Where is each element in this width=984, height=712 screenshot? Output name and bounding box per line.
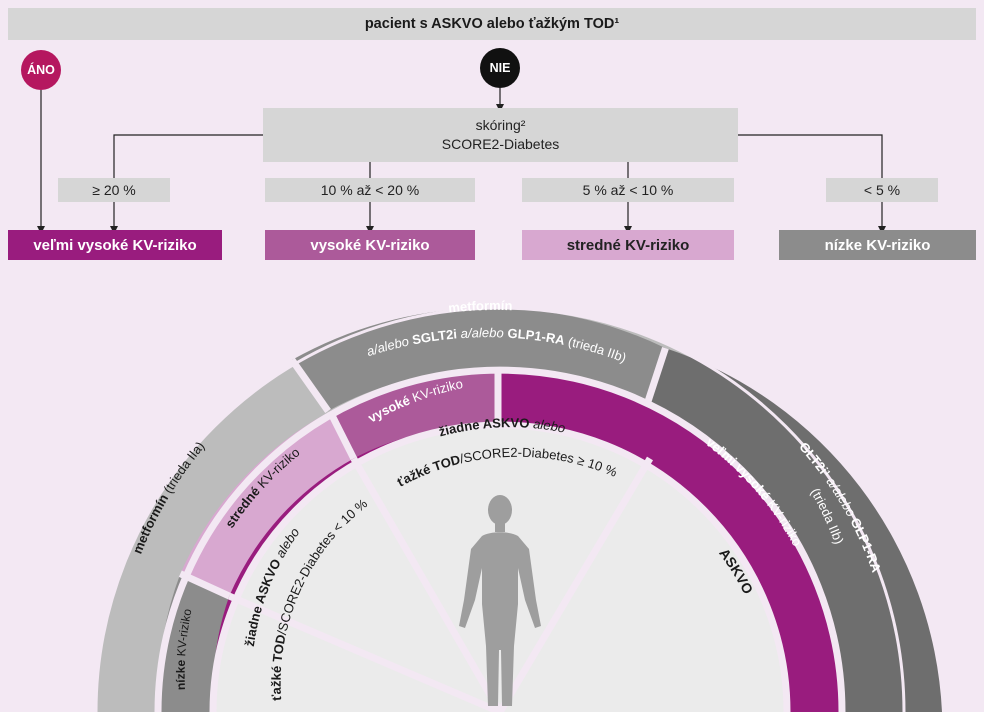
arc-sep-mid-low bbox=[178, 570, 231, 600]
no-label: NIE bbox=[489, 61, 511, 75]
arc-sep-outer-left bbox=[289, 357, 331, 413]
arc-sep-inner-right bbox=[496, 456, 654, 712]
figure-neck bbox=[495, 523, 505, 532]
figure-head bbox=[488, 495, 512, 525]
outer-top-line1: metformín bbox=[448, 298, 513, 316]
risk-low-box: nízke KV-riziko bbox=[779, 230, 976, 260]
connector-right bbox=[738, 134, 883, 178]
scoring-title: skóring² bbox=[475, 117, 526, 133]
patient-header-bar: pacient s ASKVO alebo ťažkým TOD¹ bbox=[8, 8, 976, 40]
no-circle: NIE bbox=[480, 48, 520, 88]
outer-band-top-segment bbox=[291, 308, 666, 411]
risk-very-high-label: veľmi vysoké KV-riziko bbox=[33, 236, 197, 254]
risk-low-label: nízke KV-riziko bbox=[824, 236, 931, 254]
threshold-high: 10 % až < 20 % bbox=[265, 178, 475, 202]
yes-label: ÁNO bbox=[27, 63, 55, 77]
risk-very-high-box: veľmi vysoké KV-riziko bbox=[8, 230, 222, 260]
risk-high-label: vysoké KV-riziko bbox=[310, 236, 430, 254]
arc-sep-outer-mid bbox=[154, 366, 846, 712]
threshold-high-label: 10 % až < 20 % bbox=[320, 182, 420, 198]
threshold-moderate: 5 % až < 10 % bbox=[522, 178, 734, 202]
outer-top-line2: a/alebo SGLT2i a/alebo GLP1-RA (trieda I… bbox=[365, 325, 629, 365]
arc-separators bbox=[94, 306, 906, 712]
threshold-moderate-label: 5 % až < 10 % bbox=[582, 182, 674, 198]
risk-high-box: vysoké KV-riziko bbox=[265, 230, 475, 260]
connector-left bbox=[113, 134, 263, 178]
arc-outer-edge bbox=[94, 306, 906, 712]
arc-sep-outer-right bbox=[643, 347, 669, 407]
figure-body bbox=[459, 532, 541, 706]
risk-moderate-box: stredné KV-riziko bbox=[522, 230, 734, 260]
arc-sep-inner-left bbox=[227, 592, 502, 712]
yes-circle: ÁNO bbox=[21, 50, 61, 90]
threshold-very-high: ≥ 20 % bbox=[58, 178, 170, 202]
scoring-box: skóring² SCORE2-Diabetes bbox=[263, 108, 738, 162]
risk-moderate-label: stredné KV-riziko bbox=[566, 236, 690, 254]
arc-sep-mid-moderate bbox=[326, 409, 357, 461]
threshold-low: < 5 % bbox=[826, 178, 938, 202]
threshold-low-label: < 5 % bbox=[863, 182, 901, 198]
patient-header-text: pacient s ASKVO alebo ťažkým TOD¹ bbox=[364, 16, 620, 32]
arc-sep-inner-top bbox=[350, 456, 504, 712]
threshold-very-high-label: ≥ 20 % bbox=[92, 182, 136, 198]
outer-band-right-segment bbox=[646, 348, 942, 712]
middle-band-moderate bbox=[180, 411, 354, 597]
human-figure bbox=[459, 495, 541, 706]
scoring-method: SCORE2-Diabetes bbox=[441, 136, 560, 152]
